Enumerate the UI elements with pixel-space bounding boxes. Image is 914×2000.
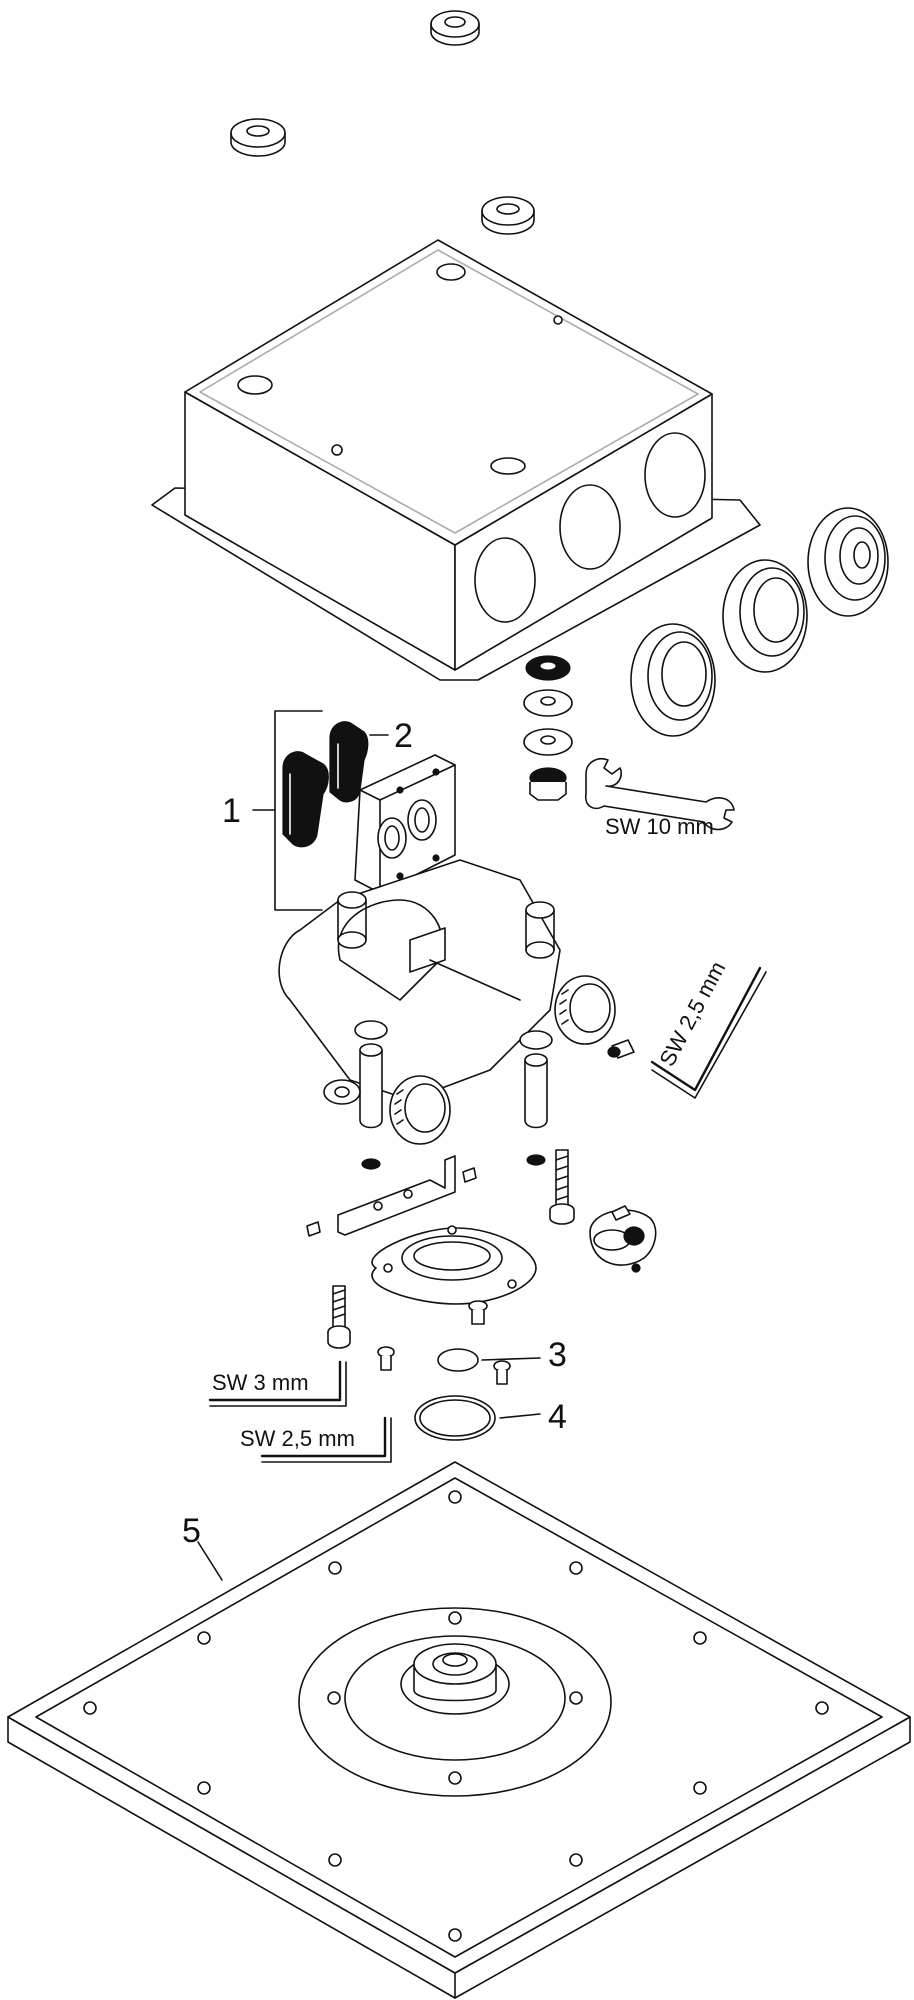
- hex-key-lower-icon: [260, 1416, 392, 1463]
- mounting-plate: [354, 754, 456, 894]
- grommet-top: [430, 10, 480, 46]
- o-ring-large: [414, 1395, 496, 1441]
- part-1-label: 1: [222, 792, 241, 830]
- hex-key-lower-label: SW 2,5 mm: [240, 1426, 355, 1451]
- part-5-label: 5: [182, 1512, 201, 1550]
- hex-key-upper-label: SW 2,5 mm: [654, 957, 730, 1070]
- o-ring-small: [437, 1348, 479, 1372]
- part-4-label: 4: [548, 1398, 567, 1436]
- seal-ring-3: [807, 507, 889, 617]
- long-screw: [549, 1149, 575, 1225]
- shower-plate: [7, 1461, 911, 1999]
- installation-box: [151, 239, 761, 681]
- part-3-leader: [481, 1357, 541, 1361]
- part-5-leader: [197, 1541, 223, 1581]
- washer-1: [523, 689, 573, 717]
- retaining-flange: [371, 1225, 537, 1305]
- seal-ring-2: [722, 559, 808, 673]
- rosette-cover-plate-1: [282, 751, 329, 848]
- part-3-label: 3: [548, 1336, 567, 1374]
- part-4-leader: [499, 1413, 541, 1419]
- seal-ring-1: [630, 623, 716, 737]
- hex-nut: [529, 767, 567, 801]
- lock-washer-top: [525, 655, 571, 681]
- part-1-bracket: [252, 710, 323, 911]
- screw-lower-center: [468, 1300, 488, 1325]
- screw-small-right: [493, 1360, 511, 1385]
- washer-2: [523, 728, 573, 756]
- hex-key-upper-icon: [650, 966, 767, 1099]
- valve-body: [278, 859, 616, 1170]
- adjustment-knob: [589, 1205, 657, 1273]
- screw-small-left: [377, 1346, 395, 1371]
- wrench-size-label: SW 10 mm: [605, 814, 714, 839]
- grommet-left: [230, 118, 286, 157]
- grub-screw-small: [306, 1167, 477, 1237]
- rosette-cover-plate-2: [329, 721, 369, 803]
- grommet-right: [481, 196, 535, 235]
- grub-screw-upper: [607, 1039, 635, 1059]
- mounting-clip: [337, 1155, 456, 1236]
- wrench-icon: [584, 758, 735, 831]
- screw-sw3: [327, 1285, 351, 1349]
- hex-key-3-icon: [208, 1360, 347, 1407]
- part-2-label: 2: [394, 717, 413, 755]
- hex-key-3-label: SW 3 mm: [212, 1370, 309, 1395]
